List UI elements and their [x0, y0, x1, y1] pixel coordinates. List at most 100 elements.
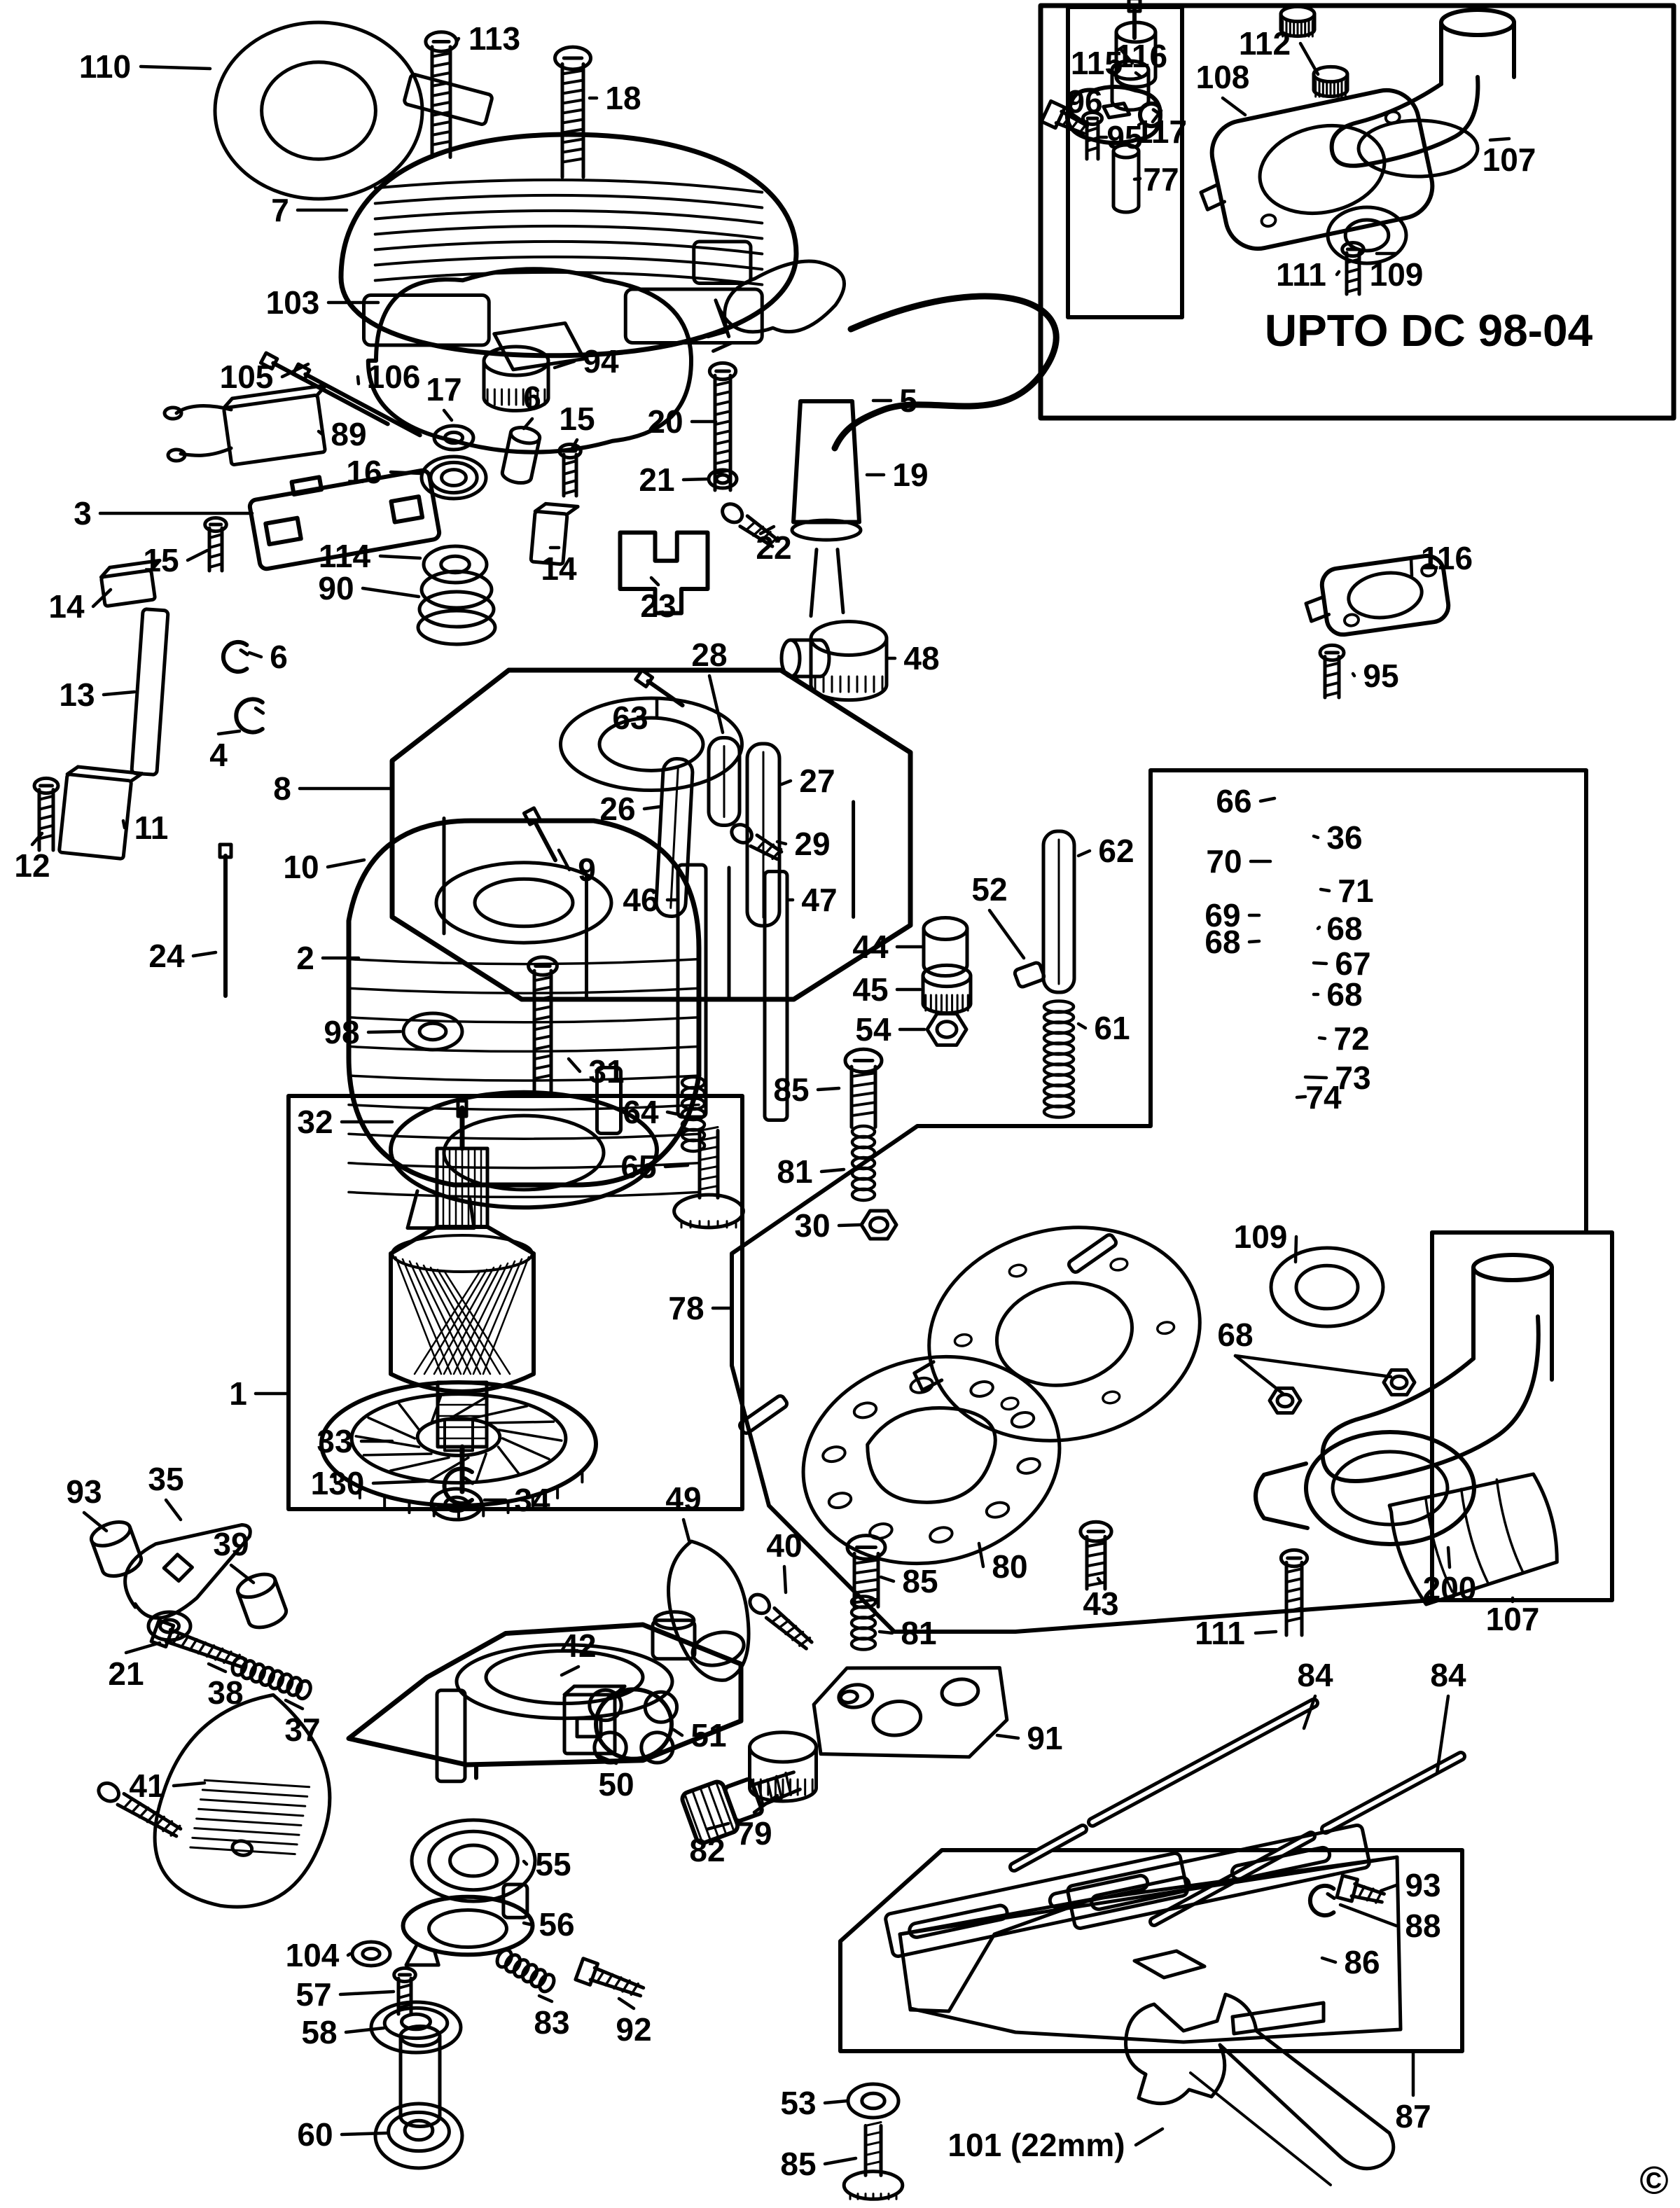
part-wire89-19 — [162, 404, 233, 463]
part-screw-127 — [1340, 240, 1366, 296]
part-block-82 — [562, 1684, 627, 1756]
part-drawings — [32, 0, 1559, 2201]
part-bar-80 — [1067, 1233, 1118, 1275]
part-label-111-124: 111 — [1276, 256, 1326, 293]
part-ring-0 — [213, 20, 424, 201]
part-label-31-50: 31 — [588, 1053, 624, 1090]
part-label-62-39: 62 — [1098, 833, 1134, 869]
part-pin-115 — [1127, 0, 1142, 40]
part-label-14-23: 14 — [541, 550, 577, 587]
part-washer-89 — [350, 1940, 392, 1968]
part-gasket-77 — [801, 1354, 1062, 1566]
part-label-47-41: 47 — [801, 882, 837, 918]
part-plate108-124 — [1199, 88, 1435, 251]
part-label-8-31: 8 — [273, 770, 291, 807]
part-label-51-76: 51 — [690, 1717, 726, 1754]
part-label-94-7: 94 — [583, 343, 619, 380]
part-label-107-114: 107 — [1486, 1601, 1540, 1637]
part-knurl-123 — [1312, 64, 1349, 99]
part-label-20-11: 20 — [647, 403, 683, 440]
part-block-18 — [221, 383, 328, 466]
part-label-46-40: 46 — [623, 882, 658, 918]
part-soleplate-78 — [912, 1225, 1202, 1443]
part-clip-31 — [221, 639, 249, 674]
part-label-96-117: 96 — [1067, 83, 1102, 120]
part-block-34 — [57, 765, 144, 861]
part-rod-106 — [1008, 1824, 1088, 1873]
part-label-68-103: 68 — [1326, 910, 1362, 947]
part-screw-35 — [32, 776, 60, 852]
part-clip-32 — [234, 697, 265, 735]
part-screw-3 — [553, 45, 592, 179]
part-label-95-118: 95 — [1106, 119, 1142, 155]
part-label-24-43: 24 — [148, 938, 185, 974]
part-label-70-100: 70 — [1206, 843, 1242, 880]
part-spring-76 — [849, 1595, 877, 1651]
part-label-52-42: 52 — [971, 871, 1007, 908]
part-clamp32-95 — [401, 1882, 535, 1967]
part-springd-69 — [230, 1655, 312, 1701]
part-screw-11 — [557, 442, 583, 498]
part-label-60-86: 60 — [297, 2116, 333, 2153]
part-cyl-29 — [779, 638, 831, 679]
part-knurl-122 — [1279, 4, 1317, 39]
frame-boxes — [286, 3, 1676, 2053]
part-label-11-34: 11 — [134, 810, 169, 846]
part-slotbar-111 — [1066, 1823, 1371, 1931]
part-label-38-66: 38 — [207, 1674, 243, 1711]
fence-box — [838, 1848, 1464, 2053]
part-lever-66 — [123, 1523, 252, 1620]
part-label-41-68: 41 — [129, 1768, 165, 1804]
part-label-98-54: 98 — [324, 1014, 359, 1050]
part-elbow1-125 — [1329, 8, 1516, 179]
part-cyl-10 — [500, 425, 542, 485]
part-screwd-17 — [721, 502, 779, 548]
part-label-69-102: 69 — [1205, 897, 1240, 933]
part-pin-37 — [218, 842, 233, 998]
part-label-33-59: 33 — [317, 1423, 352, 1459]
part-label-49-70: 49 — [665, 1480, 701, 1517]
part-tube-44 — [654, 757, 695, 918]
part-label-200-112: 200 — [1423, 1570, 1477, 1606]
part-label-6-25: 6 — [270, 639, 288, 675]
part-label-1-58: 1 — [229, 1375, 247, 1412]
part-thumb-97 — [842, 2121, 905, 2201]
part-fence-109 — [898, 1855, 1403, 2044]
part-nut-101 — [1268, 1386, 1303, 1415]
copyright: © — [1639, 2158, 1668, 2202]
part-label-56-88: 56 — [539, 1906, 574, 1943]
part-label-16-16: 16 — [346, 454, 382, 490]
part-label-86-97: 86 — [1344, 1944, 1380, 1980]
part-screw-103 — [1279, 1548, 1310, 1637]
part-label-93-62: 93 — [66, 1473, 102, 1510]
part-label-78-57: 78 — [668, 1290, 704, 1326]
part-label-3-17: 3 — [74, 495, 92, 532]
part-label-110-0: 110 — [79, 48, 131, 85]
part-label-85-72: 85 — [902, 1563, 938, 1599]
part-label-13-28: 13 — [59, 676, 95, 713]
part-sleeve-16 — [790, 399, 863, 618]
part-tube-49 — [1041, 829, 1076, 994]
part-label-90-20: 90 — [318, 570, 354, 606]
part-label-87-92: 87 — [1395, 2098, 1431, 2134]
part-screwd-47 — [730, 823, 784, 861]
part-label-42-69: 42 — [560, 1627, 596, 1664]
part-block-25 — [99, 558, 162, 608]
part-label-113-1: 113 — [468, 20, 520, 57]
part-cyl-67 — [235, 1572, 289, 1630]
part-clamp32-41 — [389, 1066, 659, 1230]
base-group-outline — [730, 768, 1588, 1634]
part-label-18-2: 18 — [605, 80, 641, 116]
part-block91-86 — [812, 1666, 1009, 1759]
part-screw-129 — [1318, 643, 1346, 700]
inset-caption: UPTO DC 98-04 — [1265, 305, 1593, 356]
part-label-116-126: 116 — [1421, 540, 1473, 576]
part-label-7-3: 7 — [271, 192, 289, 228]
part-switch-21 — [247, 468, 442, 571]
part-knurl-8 — [482, 345, 550, 412]
armature-box — [286, 1094, 744, 1511]
part-label-48-27: 48 — [903, 640, 939, 676]
part-screw-23 — [203, 515, 228, 573]
part-plug-13 — [706, 259, 846, 353]
